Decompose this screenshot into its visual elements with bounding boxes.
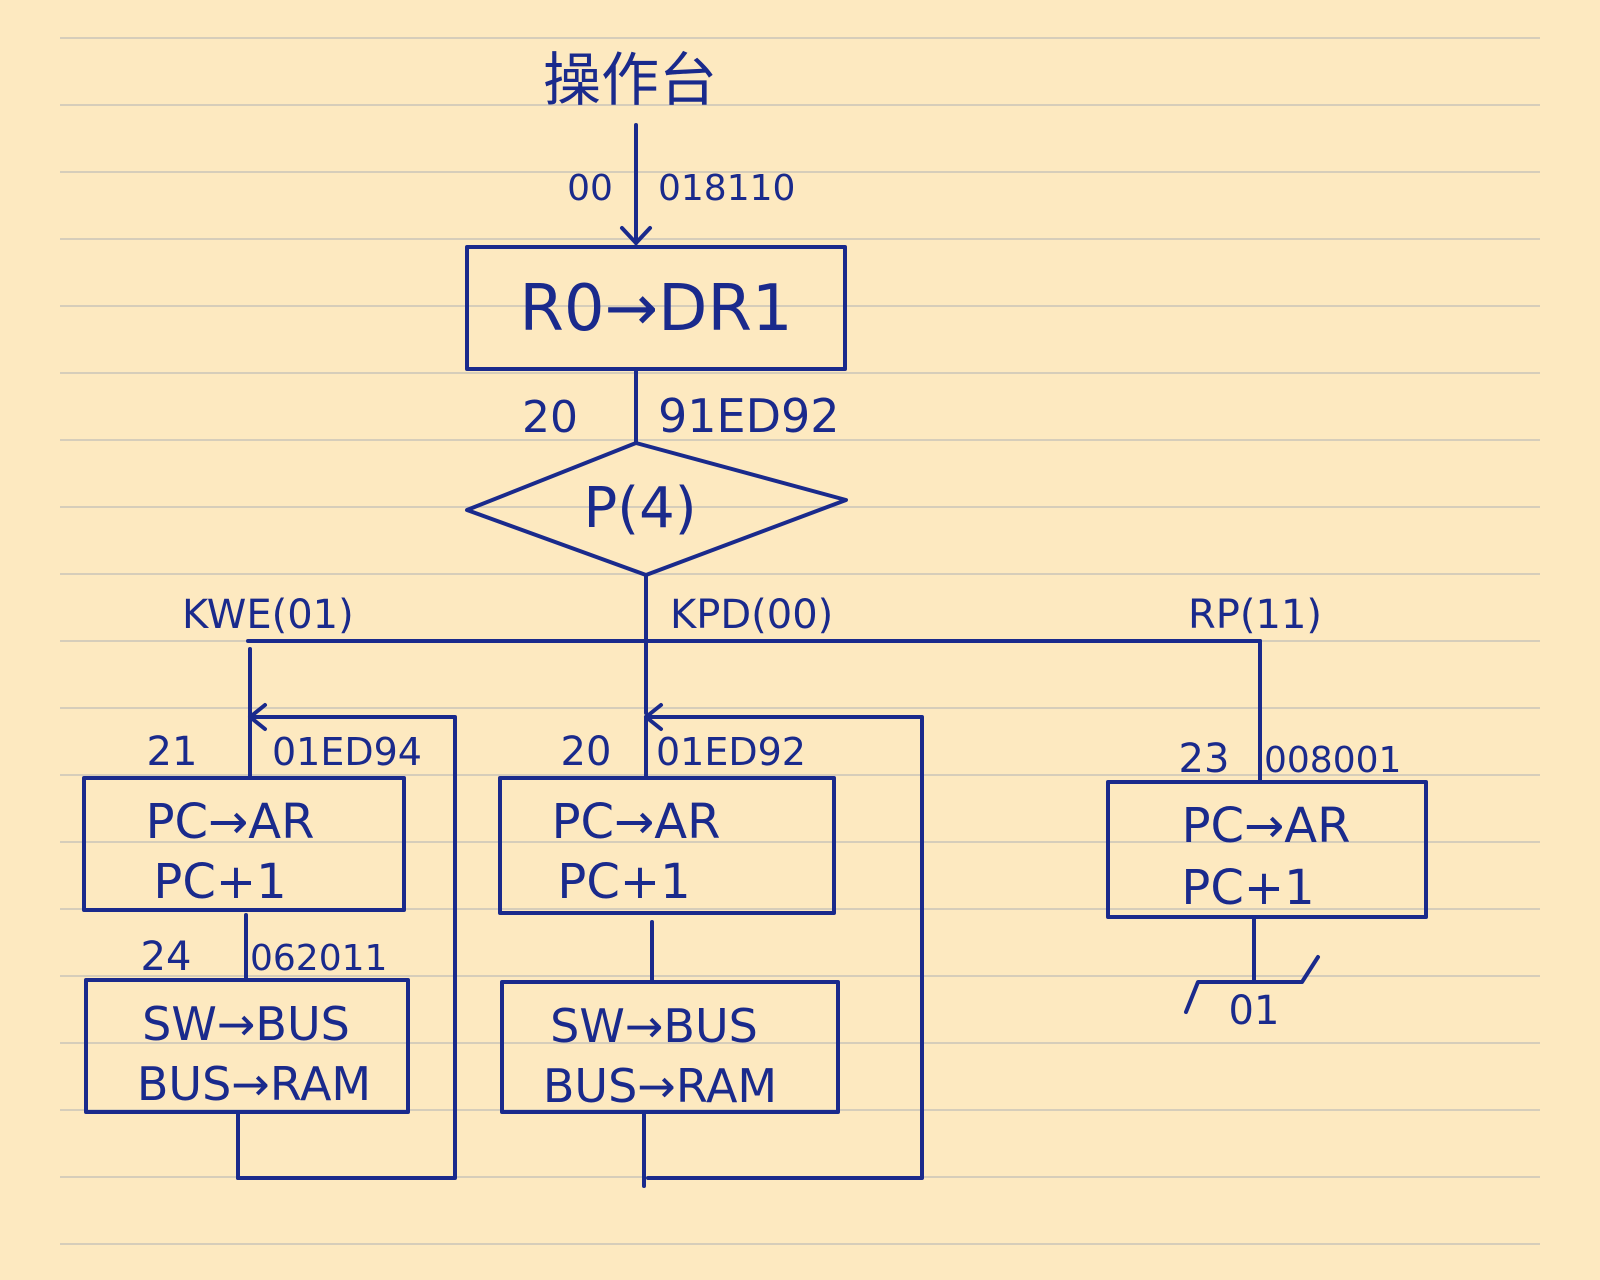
kwe-pc-box [82, 776, 406, 912]
kwe-code: 01ED94 [272, 730, 422, 774]
branch-label-kwe: KWE(01) [182, 592, 354, 638]
kwe-sw-line2: BUS→RAM [137, 1057, 371, 1111]
kpd-addr: 20 [561, 729, 612, 775]
rp-pc-box [1106, 780, 1428, 919]
kwe-loop-return [236, 715, 457, 1180]
kwe-next-code: 062011 [250, 938, 387, 979]
branch-label-kpd: KPD(00) [670, 592, 833, 638]
after-r0-addr: 20 [522, 392, 578, 443]
after-r0-code: 91ED92 [658, 389, 840, 443]
kwe-pc-line1: PC→AR [146, 794, 315, 850]
console-title: 操作台 [543, 46, 717, 114]
kwe-pc-line2: PC+1 [153, 854, 286, 910]
rp-pc-line1: PC→AR [1182, 798, 1351, 854]
decision-text: P(4) [583, 476, 696, 541]
kwe-loop-arrowhead [248, 703, 267, 731]
r0-dr1-box [465, 245, 847, 371]
rp-pc-line2: PC+1 [1181, 860, 1314, 916]
entry-code: 018110 [658, 168, 795, 209]
r0-dr1-text: R0→DR1 [519, 272, 792, 346]
rp-addr: 23 [1179, 736, 1230, 782]
kwe-sw-line1: SW→BUS [142, 997, 350, 1051]
kpd-sw-line2: BUS→RAM [543, 1059, 777, 1113]
entry-arrow [620, 123, 652, 245]
kwe-sw-box [84, 978, 410, 1114]
kpd-pc-line2: PC+1 [557, 854, 690, 910]
kpd-sw-box [500, 980, 840, 1114]
kpd-sw-line1: SW→BUS [550, 999, 758, 1053]
branch-label-rp: RP(11) [1188, 592, 1322, 638]
rp-exit-bracket [1184, 955, 1320, 1014]
rp-exit-label: 01 [1229, 988, 1280, 1034]
kwe-next-addr: 24 [141, 934, 192, 980]
kpd-code: 01ED92 [656, 730, 806, 774]
kwe-addr: 21 [147, 729, 198, 775]
kpd-pc-line1: PC→AR [552, 794, 721, 850]
rp-code: 008001 [1264, 740, 1401, 781]
kpd-pc-box [498, 776, 836, 915]
kpd-loop-return [644, 715, 924, 1180]
entry-addr: 00 [567, 168, 613, 209]
